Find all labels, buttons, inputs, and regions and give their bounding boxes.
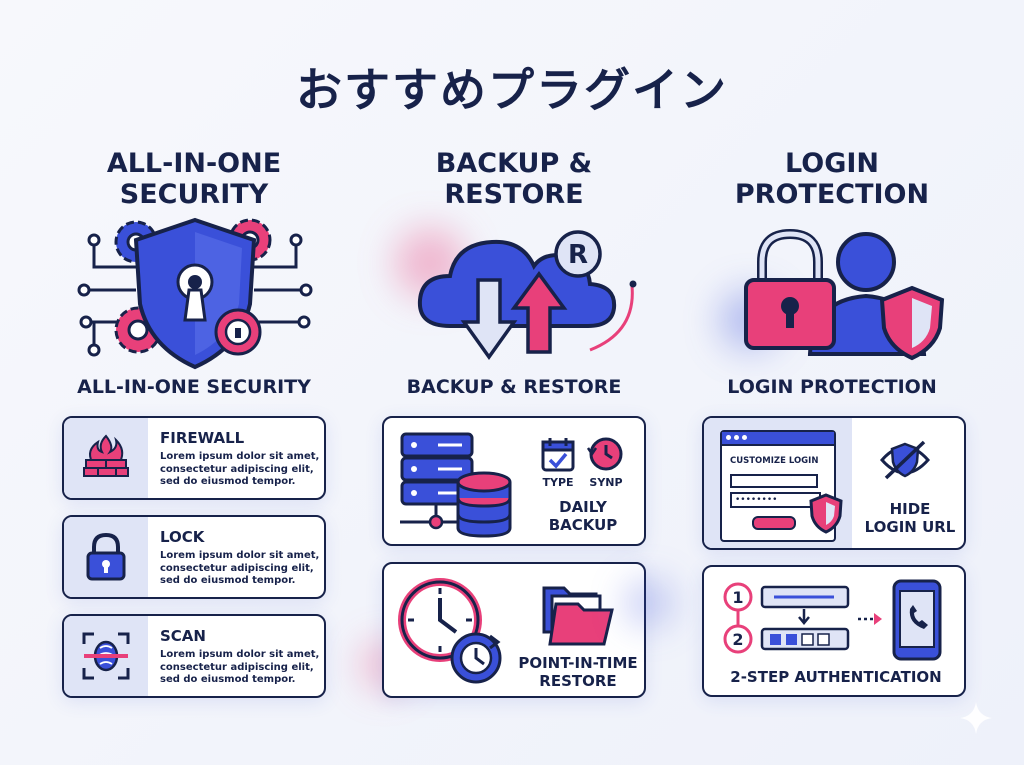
feature-card-hide-login-url[interactable]: CUSTOMIZE LOGIN •••••••• HIDE LOGIN URL <box>702 416 966 550</box>
sparkle-icon <box>960 702 992 734</box>
column-subtitle-security: ALL-IN-ONE SECURITY <box>77 376 311 398</box>
type-label: TYPE <box>542 476 574 489</box>
sync-label: SYNP <box>589 476 623 489</box>
cloud-sync-icon: R <box>417 230 637 361</box>
registered-badge: R <box>568 240 588 270</box>
card-description: Lorem ipsum dolor sit amet, consectetur … <box>160 550 320 586</box>
sync-clock-icon <box>586 437 623 471</box>
scan-icon <box>82 632 130 680</box>
hidden-shield-icon <box>879 440 931 480</box>
firewall-icon <box>83 434 129 477</box>
form-title: CUSTOMIZE LOGIN <box>730 456 819 466</box>
shield-keyhole-gears-icon <box>77 217 313 370</box>
clock-restore-icon <box>398 578 502 684</box>
password-field[interactable]: •••••••• <box>730 492 821 508</box>
column-subtitle-backup: BACKUP & RESTORE <box>406 376 622 398</box>
feature-card-point-in-time-restore[interactable]: POINT-IN-TIME RESTORE <box>382 562 646 698</box>
window-dot <box>726 435 731 440</box>
server-database-icon <box>400 432 512 538</box>
column-heading-backup: BACKUP & RESTORE <box>435 148 593 210</box>
step-1-number: 1 <box>732 588 743 607</box>
card-title: LOCK <box>160 528 205 546</box>
page-title: おすすめプラグイン <box>296 63 728 117</box>
card-title: FIREWALL <box>160 429 245 447</box>
folder-stack-icon <box>542 586 614 646</box>
padlock-user-shield-icon <box>744 228 945 361</box>
feature-card-lock[interactable]: LOCK Lorem ipsum dolor sit amet, consect… <box>62 515 326 599</box>
feature-card-scan[interactable]: SCAN Lorem ipsum dolor sit amet, consect… <box>62 614 326 698</box>
feature-card-two-step-authentication[interactable]: 1 2 2-STEP AUTHENTICATION <box>702 565 966 697</box>
lock-icon <box>86 532 126 581</box>
card-label-daily-backup: DAILY BACKUP <box>548 498 618 534</box>
two-step-flow-diagram: 1 2 <box>723 579 942 661</box>
card-label-hide-login-url: HIDE LOGIN URL <box>864 500 956 536</box>
feature-card-daily-backup[interactable]: TYPE SYNP DAILY BACKUP <box>382 416 646 546</box>
card-title: SCAN <box>160 627 206 645</box>
window-dot <box>734 435 739 440</box>
login-window: CUSTOMIZE LOGIN •••••••• <box>720 430 836 542</box>
calendar-check-icon <box>541 438 575 472</box>
username-field[interactable] <box>730 474 818 488</box>
column-heading-login: LOGIN PROTECTION <box>734 148 930 210</box>
feature-card-firewall[interactable]: FIREWALL Lorem ipsum dolor sit amet, con… <box>62 416 326 500</box>
card-description: Lorem ipsum dolor sit amet, consectetur … <box>160 649 320 685</box>
card-description: Lorem ipsum dolor sit amet, consectetur … <box>160 451 320 487</box>
card-label-two-step-authentication: 2-STEP AUTHENTICATION <box>730 668 942 686</box>
column-subtitle-login: LOGIN PROTECTION <box>727 376 937 398</box>
column-heading-security: ALL-IN-ONE SECURITY <box>106 148 282 210</box>
decorative-glow <box>626 580 672 626</box>
shield-icon <box>809 493 843 534</box>
window-dot <box>742 435 747 440</box>
login-button[interactable] <box>752 516 796 530</box>
card-label-point-in-time-restore: POINT-IN-TIME RESTORE <box>518 654 638 690</box>
step-2-number: 2 <box>732 630 743 649</box>
